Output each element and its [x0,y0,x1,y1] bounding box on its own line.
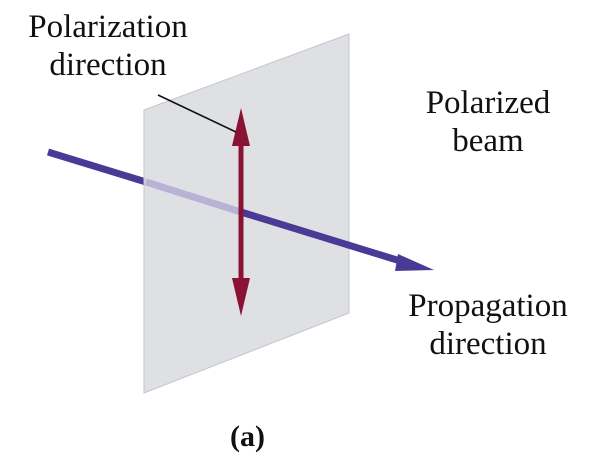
leader-line [157,94,237,133]
beam-incoming [46,148,148,186]
figure-caption: (a) [230,420,265,453]
beam-in-plane [144,178,243,216]
propagation-arrowhead [395,254,434,271]
propagation-direction-label: Propagation direction [388,287,588,363]
propagation-direction-line-2: direction [429,326,547,362]
polarized-beam-label: Polarized beam [398,84,578,160]
polarization-arrowhead-bottom [232,278,250,316]
propagation-direction-line-1: Propagation [408,288,568,324]
polarization-arrowhead-top [232,108,250,146]
polarization-direction-label: Polarization direction [8,8,208,84]
polarized-beam-line-2: beam [452,123,524,159]
polarization-direction-line-1: Polarization [28,9,188,45]
beam-outgoing [239,208,412,268]
polarized-beam-line-1: Polarized [425,85,551,121]
polarization-direction-line-2: direction [49,47,167,83]
